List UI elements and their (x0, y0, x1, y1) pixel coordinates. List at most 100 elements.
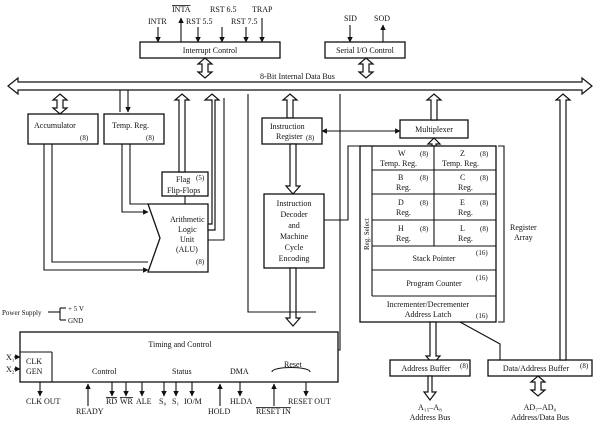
accumulator: Accumulator (8) (27, 93, 149, 273)
reg-l-name: Reg. (458, 234, 473, 243)
power-plus-5v: + 5 V (68, 305, 84, 313)
ir-line2: Register (276, 132, 303, 141)
interrupt-control: Interrupt Control (139, 17, 281, 79)
register-array-line1: Register (510, 223, 537, 232)
address-bus-line1: A₁₅–A₈ (418, 403, 442, 412)
reg-b-name: Reg. (396, 183, 411, 192)
clk-gen-line1: CLK (26, 357, 42, 366)
temp-register: Temp. Reg. (8) (103, 90, 165, 215)
reg-w-bits: (8) (420, 150, 429, 158)
alu-line1: Arithmetic (170, 215, 205, 224)
pin-s0: S₀ (159, 397, 166, 406)
data-address-buffer: Data/Address Buffer (8) AD₇–AD₀ Address/… (459, 93, 593, 422)
instruction-decoder: Instruction Decoder and Machine Cycle En… (263, 193, 325, 327)
data-address-buffer-label: Data/Address Buffer (503, 364, 570, 373)
address-buffer: Address Buffer (8) A₁₅–A₈ Address Bus (389, 359, 471, 422)
decoder-line5: Cycle (285, 243, 304, 252)
ir-line1: Instruction (270, 122, 305, 131)
flag-flip-flops: Flag Flip-Flops (5) (161, 93, 209, 213)
address-buffer-bits: (8) (460, 362, 469, 370)
pin-intr: INTR (148, 17, 167, 26)
control-group-label: Control (92, 367, 117, 376)
reg-h-letter: H (398, 224, 404, 233)
register-array: Reg. Select W (8) Temp. Reg. Z (8) Temp.… (359, 145, 537, 323)
multiplexer-label: Multiplexer (415, 125, 453, 134)
pin-reset-out: RESET OUT (288, 397, 331, 406)
reg-b-bits: (8) (420, 174, 429, 182)
internal-bus-label: 8-Bit Internal Data Bus (260, 72, 335, 81)
pin-reset-in: RESET IN (256, 407, 291, 416)
reg-d-letter: D (398, 198, 404, 207)
alu: Arithmetic Logic Unit (ALU) (8) (147, 93, 225, 273)
address-bus-line2: Address Bus (410, 413, 451, 422)
internal-data-bus: 8-Bit Internal Data Bus (7, 72, 593, 96)
inc-dec-bits: (16) (476, 312, 488, 320)
reg-d-bits: (8) (420, 199, 429, 207)
alu-line2: Logic (178, 225, 197, 234)
decoder-line1: Instruction (277, 199, 312, 208)
pin-wr: WR (120, 397, 134, 406)
data-bus-line2: Address/Data Bus (511, 413, 569, 422)
serial-io-label: Serial I/O Control (336, 46, 395, 55)
multiplexer: Multiplexer (321, 93, 469, 147)
power-supply: Power Supply + 5 V GND (2, 305, 84, 325)
inc-dec-line2: Address Latch (405, 310, 451, 319)
power-supply-label: Power Supply (2, 309, 42, 317)
x1-label: X₁ (6, 353, 15, 362)
reg-c-letter: C (460, 173, 465, 182)
pin-rst55: RST 5.5 (186, 17, 213, 26)
temp-reg-bits: (8) (146, 134, 155, 142)
flags-line2: Flip-Flops (167, 186, 200, 195)
pin-sod: SOD (374, 14, 390, 23)
timing-and-control: Timing and Control CLK GEN Control Statu… (19, 321, 442, 383)
decoder-line3: and (288, 221, 300, 230)
accumulator-label: Accumulator (34, 121, 76, 130)
reg-h-name: Reg. (396, 234, 411, 243)
pin-ale: ALE (136, 397, 152, 406)
data-address-buffer-bits: (8) (580, 362, 589, 370)
program-counter-bits: (16) (476, 274, 488, 282)
flags-line1: Flag (176, 175, 190, 184)
ir-bits: (8) (306, 134, 315, 142)
data-bus-line1: AD₇–AD₀ (524, 403, 557, 412)
program-counter-label: Program Counter (406, 279, 462, 288)
interrupt-control-label: Interrupt Control (183, 46, 238, 55)
reg-select-label: Reg. Select (363, 218, 371, 250)
pin-sid: SID (344, 14, 357, 23)
clk-gen-line2: GEN (26, 367, 43, 376)
reg-z-bits: (8) (480, 150, 489, 158)
pin-hlda: HLDA (230, 397, 252, 406)
decoder-line2: Decoder (280, 210, 307, 219)
alu-bits: (8) (196, 258, 205, 266)
reg-c-name: Reg. (458, 183, 473, 192)
reg-c-bits: (8) (480, 174, 489, 182)
pin-clk-out: CLK OUT (26, 397, 61, 406)
pin-rd: RD (106, 397, 117, 406)
decoder-line6: Encoding (279, 254, 310, 263)
address-buffer-label: Address Buffer (402, 364, 451, 373)
reg-l-letter: L (460, 224, 465, 233)
alu-line3: Unit (180, 235, 195, 244)
pin-io-m: IO/M (184, 397, 202, 406)
accumulator-bits: (8) (80, 134, 89, 142)
register-array-line2: Array (514, 233, 533, 242)
reg-d-name: Reg. (396, 208, 411, 217)
dma-group-label: DMA (230, 367, 249, 376)
decoder-line4: Machine (280, 232, 308, 241)
reg-w-letter: W (398, 149, 406, 158)
reg-l-bits: (8) (480, 225, 489, 233)
pin-rst65: RST 6.5 (210, 5, 237, 14)
timing-pin-lines (37, 382, 309, 406)
flags-bits: (5) (196, 174, 205, 182)
reg-e-name: Reg. (458, 208, 473, 217)
reg-w-name: Temp. Reg. (380, 159, 417, 168)
alu-line4: (ALU) (176, 245, 198, 254)
status-group-label: Status (172, 367, 192, 376)
inc-dec-line1: Incrementer/Decrementer (387, 300, 470, 309)
pin-trap: TRAP (252, 5, 273, 14)
reg-e-letter: E (460, 198, 465, 207)
reg-b-letter: B (398, 173, 403, 182)
timing-title: Timing and Control (148, 340, 212, 349)
pin-rst75: RST 7.5 (231, 17, 258, 26)
